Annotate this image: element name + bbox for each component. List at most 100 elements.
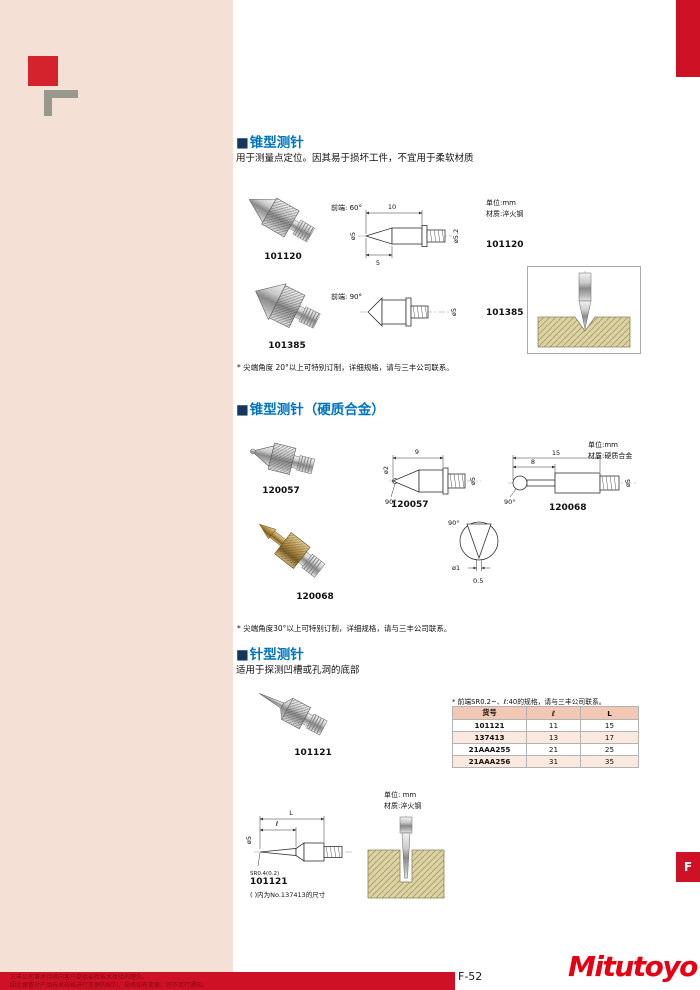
cell-part: 137413 bbox=[452, 731, 527, 744]
spec-table: 货号 ℓ L 101121 11 15 137413 13 17 21AAA25… bbox=[452, 706, 639, 768]
table-row: 21AAA255 21 25 bbox=[452, 743, 639, 756]
unit-material-sec3: 单位: mm 材质:淬火钢 bbox=[384, 790, 421, 812]
photo-label-101120: 101120 bbox=[264, 252, 302, 262]
dim-l-small: ℓ bbox=[276, 820, 279, 828]
section1-footnote: * 尖端角度 20°以上可特别订制，详细规格，请与三丰公司联系。 bbox=[237, 363, 454, 372]
part-number-120068: 120068 bbox=[549, 503, 587, 513]
detail-angle: 90° bbox=[448, 519, 460, 527]
section3-title-text: 针型测针 bbox=[249, 647, 304, 663]
cell-l: 11 bbox=[526, 719, 581, 732]
drawing-120057: 9 ø2 90° ø5 bbox=[383, 448, 481, 506]
table-header-l-small: ℓ bbox=[526, 706, 581, 720]
photo-120068 bbox=[258, 523, 326, 578]
material-note: 材质:硬质合金 bbox=[588, 452, 633, 461]
footer-disclaimer-bar: 三丰公司秉承持续向客户提供最新技术体验的理念。 因此保留对产品技术规格进行变更的… bbox=[0, 972, 455, 990]
photo-101385 bbox=[255, 283, 321, 329]
corner-red-square bbox=[28, 56, 58, 86]
section2-title: ■锥型测针（硬质合金） bbox=[236, 398, 385, 418]
dim-angle-90: 90° bbox=[385, 498, 397, 506]
detail-tip: 0.5 bbox=[473, 577, 483, 585]
unit-note: 单位:mm bbox=[486, 199, 516, 207]
page-number: F-52 bbox=[458, 970, 483, 983]
table-row: 21AAA256 31 35 bbox=[452, 755, 639, 768]
unit-material-sec1: 单位:mm 材质:淬火钢 bbox=[486, 198, 523, 220]
table-header-part: 货号 bbox=[452, 706, 527, 720]
table-header-row: 货号 ℓ L bbox=[452, 706, 639, 720]
drawing-note-137413: ( )内为No.137413的尺寸 bbox=[250, 891, 326, 899]
material-note: 材质:淬火钢 bbox=[384, 802, 422, 811]
drawing-120068: 15 8 ø5 90° bbox=[504, 449, 638, 506]
section3-note: * 前端SR0.2~、ℓ:40的规格，请与三丰公司联系。 bbox=[452, 698, 606, 706]
part-number-101120: 101120 bbox=[486, 240, 524, 250]
cell-part: 101121 bbox=[452, 719, 527, 732]
unit-note: 单位: mm bbox=[384, 791, 417, 799]
material-note: 材质:淬火钢 bbox=[486, 210, 524, 219]
dim-dia5: ø5 bbox=[246, 836, 253, 844]
section2-title-text: 锥型测针（硬质合金） bbox=[249, 402, 385, 418]
drawing-101121: L ℓ ø5 SR0.4(0.2) bbox=[246, 809, 352, 877]
corner-bracket-mark bbox=[44, 90, 78, 116]
dim-L: L bbox=[289, 809, 293, 817]
drawing-tip-detail: 90° ø1 0.5 bbox=[448, 519, 499, 585]
section1-title: ■锥型测针 bbox=[236, 131, 304, 151]
cell-l: 13 bbox=[526, 731, 581, 744]
section1-title-mark: ■ bbox=[236, 135, 249, 151]
cell-l: 21 bbox=[526, 743, 581, 756]
photo-120057 bbox=[250, 442, 316, 475]
unit-material-sec2: 单位:mm 材质:硬质合金 bbox=[588, 440, 632, 462]
table-row: 137413 13 17 bbox=[452, 731, 639, 744]
photo-label-101121: 101121 bbox=[294, 748, 332, 758]
section2-title-mark: ■ bbox=[236, 402, 249, 418]
tip-angle-label-60: 前端: 60° bbox=[331, 204, 362, 212]
cell-part: 21AAA256 bbox=[452, 755, 527, 768]
drawing-101120: 10 5 ø5 ø5.2 bbox=[349, 203, 460, 266]
footer-line1: 三丰公司秉承持续向客户提供最新技术体验的理念。 bbox=[10, 974, 149, 981]
cell-part: 21AAA255 bbox=[452, 743, 527, 756]
dim-5: 5 bbox=[376, 259, 380, 266]
dim-stem-dia: ø5.2 bbox=[452, 229, 460, 243]
part-number-101385: 101385 bbox=[486, 308, 524, 318]
usage-diagram-v-groove bbox=[527, 266, 641, 354]
dim-angle-90: 90° bbox=[504, 498, 516, 506]
detail-dia: ø1 bbox=[452, 564, 460, 572]
part-number-120057: 120057 bbox=[391, 500, 429, 510]
usage-diagram-v-groove-art bbox=[537, 271, 631, 348]
section1-desc: 用于测量点定位。因其易于损坏工件，不宜用于柔软材质 bbox=[236, 153, 474, 164]
cell-L: 15 bbox=[580, 719, 639, 732]
photo-label-101385: 101385 bbox=[268, 341, 306, 351]
dim-dia5: ø5 bbox=[469, 477, 477, 485]
dim-10: 10 bbox=[388, 203, 396, 211]
dim-15: 15 bbox=[552, 449, 560, 457]
dim-dia2: ø2 bbox=[383, 466, 390, 474]
usage-diagram-slot bbox=[367, 816, 445, 899]
brand-logo: Mitutoyo bbox=[568, 950, 698, 983]
section1-title-text: 锥型测针 bbox=[249, 135, 304, 151]
section3-title-mark: ■ bbox=[236, 647, 249, 663]
photo-101120 bbox=[248, 197, 316, 243]
photo-label-120068: 120068 bbox=[296, 592, 334, 602]
dim-sr: SR0.4(0.2) bbox=[250, 871, 279, 877]
dim-dia5-2: ø5 bbox=[450, 308, 458, 316]
section2-footnote: * 尖端角度30°以上可特别订制，详细规格，请与三丰公司联系。 bbox=[237, 624, 452, 633]
top-right-red-band bbox=[676, 0, 700, 77]
section-index-tab: F bbox=[676, 852, 700, 882]
cell-L: 25 bbox=[580, 743, 639, 756]
table-row: 101121 11 15 bbox=[452, 719, 639, 732]
left-margin-band bbox=[0, 0, 233, 972]
footer-line2: 因此保留对产品技术规格进行变更的权利，规格如有变更，恕不另行通知。 bbox=[10, 981, 209, 989]
unit-note: 单位:mm bbox=[588, 441, 618, 449]
cell-L: 17 bbox=[580, 731, 639, 744]
section3-desc: 适用于探测凹槽或孔洞的底部 bbox=[236, 665, 360, 676]
dim-9: 9 bbox=[415, 448, 419, 456]
part-number-101121: 101121 bbox=[250, 877, 288, 887]
cell-L: 35 bbox=[580, 755, 639, 768]
section3-title: ■针型测针 bbox=[236, 643, 304, 663]
photo-101121 bbox=[259, 693, 328, 736]
dim-dia5: ø5 bbox=[349, 232, 357, 240]
cell-l: 31 bbox=[526, 755, 581, 768]
tip-angle-label-90: 前端: 90° bbox=[331, 293, 362, 301]
drawing-101385: ø5 bbox=[360, 297, 458, 327]
dim-8: 8 bbox=[531, 458, 535, 466]
table-header-l-big: L bbox=[580, 706, 639, 720]
